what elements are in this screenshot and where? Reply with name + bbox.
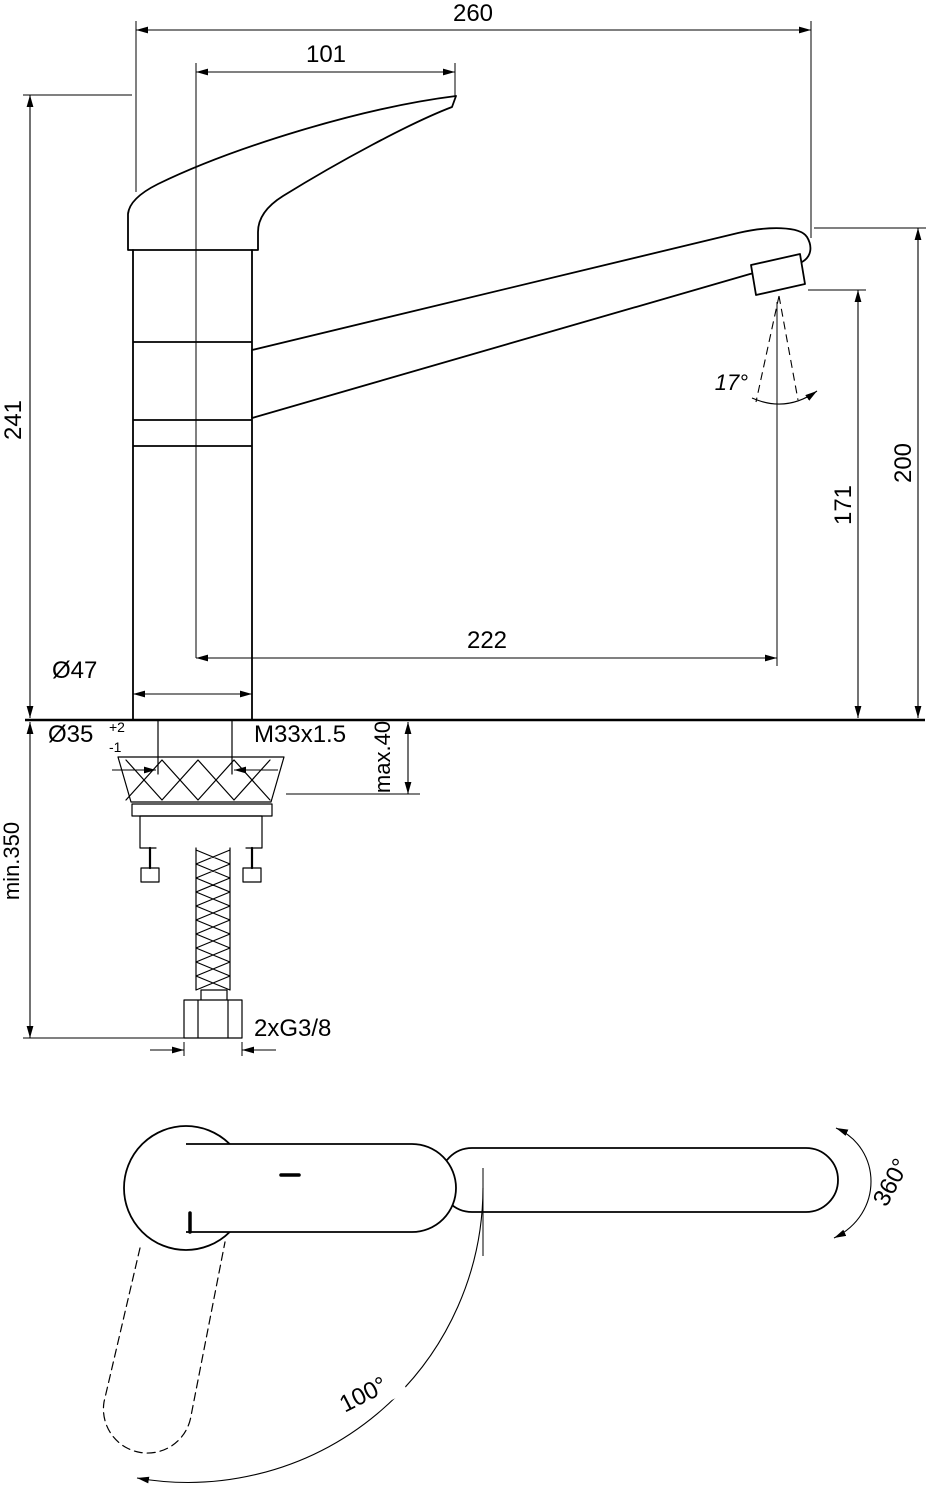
- dim-hole-diameter-label: Ø35: [48, 721, 93, 748]
- dim-min-hose-length: min.350: [0, 722, 186, 1039]
- dim-outlet-height: 171: [808, 289, 866, 718]
- dim-total-height-label: 241: [0, 400, 27, 440]
- dim-overall-length: 260: [135, 0, 812, 238]
- dim-spout-reach-label: 222: [467, 627, 507, 654]
- dim-handle-length: 101: [195, 41, 456, 658]
- dim-handle-length-label: 101: [306, 41, 346, 68]
- shank-thread-label: M33x1.5: [254, 721, 346, 748]
- dim-hole-tolerance-plus: +2: [109, 719, 125, 735]
- dim-body-diameter-label: Ø47: [52, 657, 97, 684]
- dim-hole-tolerance-minus: -1: [109, 739, 122, 755]
- dim-supply-connection-label: 2xG3/8: [254, 1015, 331, 1042]
- dim-hole-diameter: Ø35 +2 -1 M33x1.5: [48, 719, 346, 774]
- dim-outlet-height-label: 171: [830, 485, 857, 525]
- dim-body-diameter: Ø47: [52, 657, 252, 698]
- handle-lever: [127, 95, 457, 251]
- spout-swivel-arc: [833, 1127, 872, 1239]
- water-angle-dashed-lines: [755, 295, 799, 403]
- handle-rotated-dashed-outline: [102, 1241, 226, 1454]
- bolt-nuts: [140, 867, 262, 883]
- under-counter-parts: Ø35 +2 -1 M33x1.5 max.40 min.350 2xG3/8: [0, 719, 420, 1056]
- side-view: 17° 260 101 241 200: [0, 0, 926, 722]
- water-angle-arc: [751, 390, 818, 405]
- spout-top-view: [439, 1147, 839, 1213]
- spout-aerator: [750, 253, 806, 296]
- dim-spout-rotation: 360°: [833, 1127, 915, 1239]
- dim-spout-reach: 222: [196, 302, 778, 666]
- faucet-side-outline: 17°: [127, 95, 818, 721]
- handle-lever-top-view: [186, 1143, 457, 1233]
- label-backplate: [319, 1361, 408, 1430]
- dim-supply-connection: 2xG3/8: [150, 1015, 331, 1056]
- handle-swing-arc: [136, 1187, 484, 1484]
- dim-spout-rotation-label: 360°: [868, 1154, 915, 1211]
- dim-total-height: 241: [0, 94, 132, 718]
- hose-connector-nut: [183, 989, 243, 1039]
- dim-spout-top-height: 200: [814, 227, 926, 718]
- stabilizer-plate-lattice: [125, 759, 271, 801]
- top-view: 100° 360°: [102, 1125, 915, 1484]
- braided-supply-hose: [195, 847, 231, 991]
- dim-outlet-angle-label: 17°: [715, 370, 748, 395]
- faucet-body: [132, 249, 253, 721]
- mounting-washer: [131, 803, 273, 817]
- dim-max-deck-thickness: max.40: [286, 721, 420, 795]
- dim-min-hose-length-label: min.350: [0, 822, 24, 900]
- mounting-bracket: [139, 815, 263, 849]
- mounting-bolts: [148, 846, 254, 870]
- stabilizer-plate-outline: [117, 756, 285, 803]
- spout-arm: [251, 227, 812, 419]
- dim-spout-top-height-label: 200: [890, 443, 917, 483]
- threaded-shank: [157, 719, 233, 775]
- dim-max-deck-thickness-label: max.40: [370, 721, 395, 793]
- dim-overall-length-label: 260: [453, 0, 493, 27]
